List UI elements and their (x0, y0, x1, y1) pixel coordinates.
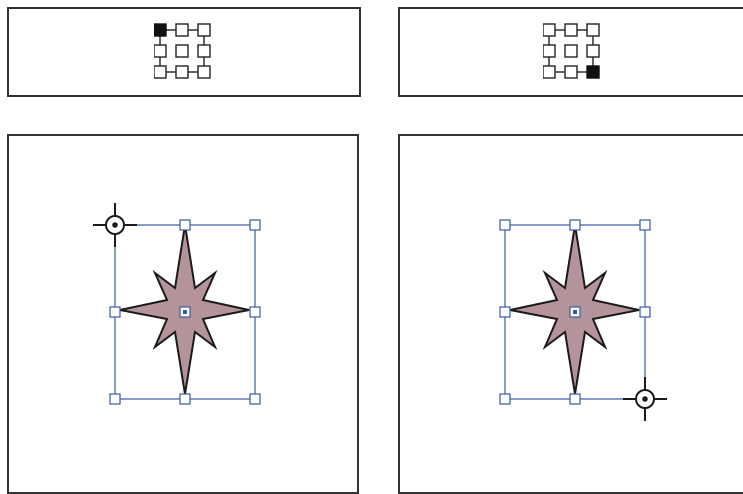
locator-point-middle-left[interactable] (543, 45, 555, 57)
locator-point-top-right[interactable] (198, 24, 210, 36)
handle-middle-right[interactable] (250, 307, 260, 317)
handle-bottom-left[interactable] (500, 394, 510, 404)
reference-point-crosshair-icon[interactable] (93, 203, 137, 247)
canvas-right (398, 134, 743, 494)
reference-point-crosshair-icon[interactable] (623, 377, 667, 421)
reference-point-locator-left[interactable] (154, 21, 214, 83)
locator-point-middle-right[interactable] (198, 45, 210, 57)
handle-top-right[interactable] (250, 220, 260, 230)
handle-bottom-center[interactable] (570, 394, 580, 404)
locator-point-top-right[interactable] (587, 24, 599, 36)
handle-top-center[interactable] (570, 220, 580, 230)
locator-point-top-left[interactable] (543, 24, 555, 36)
locator-point-top-center[interactable] (176, 24, 188, 36)
locator-point-bottom-right[interactable] (198, 66, 210, 78)
locator-point-center[interactable] (176, 45, 188, 57)
locator-point-bottom-left[interactable] (154, 66, 166, 78)
reference-point-locator-right[interactable] (543, 21, 603, 83)
canvas-left (7, 134, 359, 494)
locator-point-bottom-center[interactable] (176, 66, 188, 78)
reference-point-panel-right (398, 7, 743, 97)
handle-bottom-center[interactable] (180, 394, 190, 404)
handle-bottom-left[interactable] (110, 394, 120, 404)
reference-point-panel-left (7, 7, 361, 97)
locator-point-middle-left[interactable] (154, 45, 166, 57)
locator-point-middle-right[interactable] (587, 45, 599, 57)
handle-middle-right[interactable] (640, 307, 650, 317)
handle-middle-left[interactable] (500, 307, 510, 317)
handle-top-right[interactable] (640, 220, 650, 230)
handle-bottom-right[interactable] (250, 394, 260, 404)
handle-middle-left[interactable] (110, 307, 120, 317)
locator-point-top-center[interactable] (565, 24, 577, 36)
handle-top-center[interactable] (180, 220, 190, 230)
handle-top-left[interactable] (500, 220, 510, 230)
locator-points-right (543, 24, 599, 78)
locator-point-bottom-right[interactable] (587, 66, 599, 78)
locator-point-top-left[interactable] (154, 24, 166, 36)
locator-point-center[interactable] (565, 45, 577, 57)
locator-point-bottom-left[interactable] (543, 66, 555, 78)
locator-point-bottom-center[interactable] (565, 66, 577, 78)
locator-points-left (154, 24, 210, 78)
